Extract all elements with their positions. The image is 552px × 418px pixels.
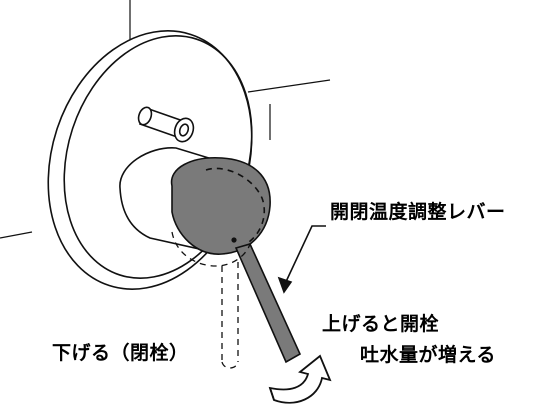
lever-label: 開閉温度調整レバー (330, 201, 506, 223)
lever-arm (234, 243, 302, 364)
lever-handle (170, 157, 271, 255)
raise-open-label: 上げると開栓 (322, 313, 440, 335)
wall-tile-lines (0, 0, 331, 239)
lowered-position-outline (171, 231, 251, 369)
lower-close-label: 下げる（閉栓） (52, 342, 189, 364)
lever-leader-line (277, 225, 326, 294)
flow-increase-label: 吐水量が増える (360, 344, 496, 366)
raise-arrow-icon (268, 354, 332, 404)
diverter-knob (137, 106, 195, 143)
